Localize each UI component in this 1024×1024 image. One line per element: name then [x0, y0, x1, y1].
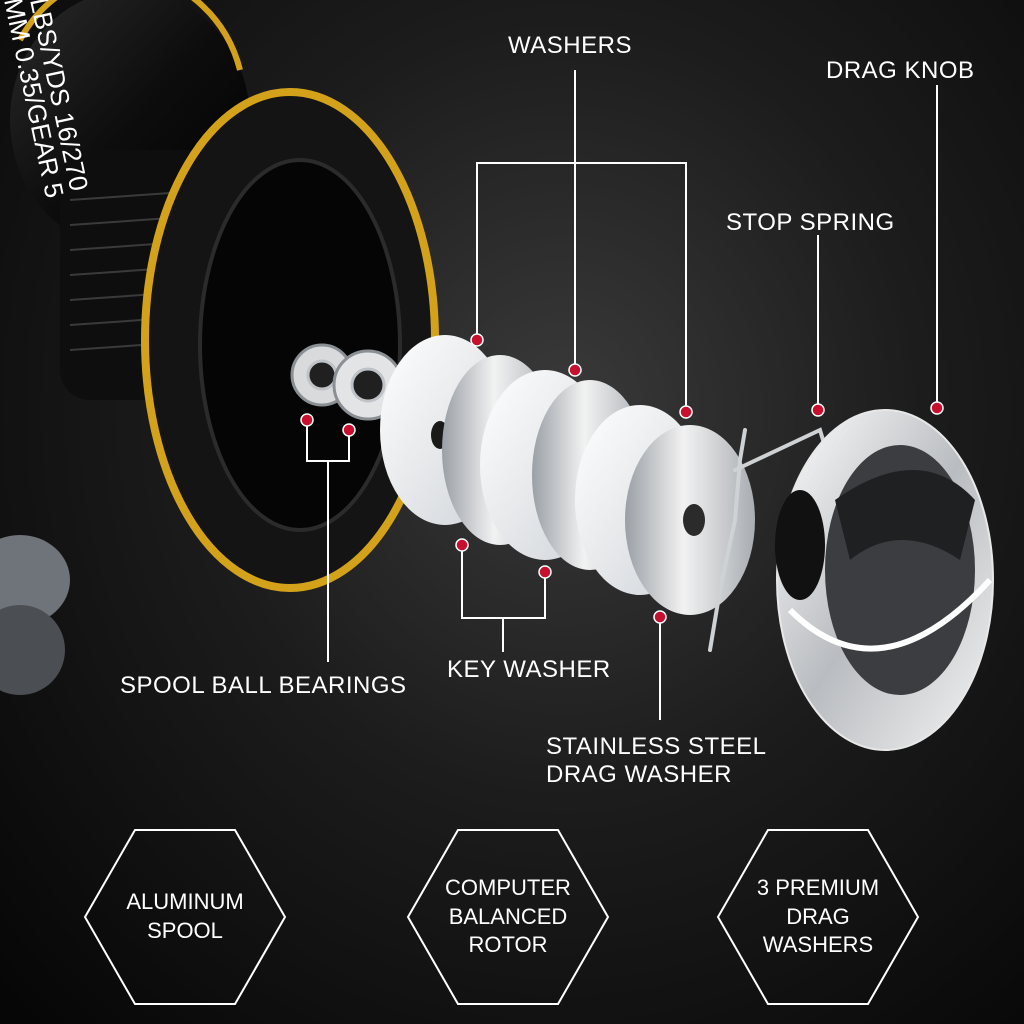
feature-balanced-rotor: COMPUTER BALANCED ROTOR: [418, 860, 598, 974]
feature-line: ROTOR: [468, 932, 548, 958]
label-stop-spring: STOP SPRING: [726, 209, 895, 236]
reel-body-fragment: [0, 535, 70, 695]
label-spool-ball-bearings: SPOOL BALL BEARINGS: [120, 672, 407, 699]
feature-aluminum-spool: ALUMINUM SPOOL: [95, 860, 275, 974]
hexagon-drag-washers: [716, 829, 920, 1005]
feature-line: SPOOL: [147, 918, 223, 943]
label-stainless-steel-line2: DRAG WASHER: [546, 761, 732, 788]
feature-line: WASHERS: [762, 932, 874, 958]
hexagon-aluminum-spool: [83, 829, 287, 1005]
label-stainless-steel-line1: STAINLESS STEEL: [546, 733, 767, 760]
feature-drag-washers: 3 PREMIUM DRAG WASHERS: [728, 860, 908, 974]
ball-bearings: [290, 343, 404, 421]
spool: [10, 0, 439, 592]
feature-line: COMPUTER: [445, 875, 571, 901]
feature-line: BALANCED: [448, 903, 568, 929]
feature-line: 3 PREMIUM: [756, 875, 880, 901]
label-key-washer: KEY WASHER: [447, 656, 611, 683]
feature-hexagons: [83, 829, 920, 1005]
hexagon-balanced-rotor: [406, 829, 610, 1005]
label-drag-knob: DRAG KNOB: [826, 57, 975, 84]
callout-dots: [300, 333, 944, 624]
label-washers: WASHERS: [508, 32, 632, 59]
feature-line: DRAG: [786, 903, 850, 929]
spool-top-gold-trim: [17, 0, 243, 71]
washer-stack: [380, 335, 755, 615]
feature-line: ALUMINUM: [126, 889, 244, 915]
spool-face-recess: [198, 158, 402, 532]
callout-lines: [306, 70, 938, 720]
drag-knob: [775, 409, 994, 751]
drag-knob-shaft: [775, 490, 825, 600]
